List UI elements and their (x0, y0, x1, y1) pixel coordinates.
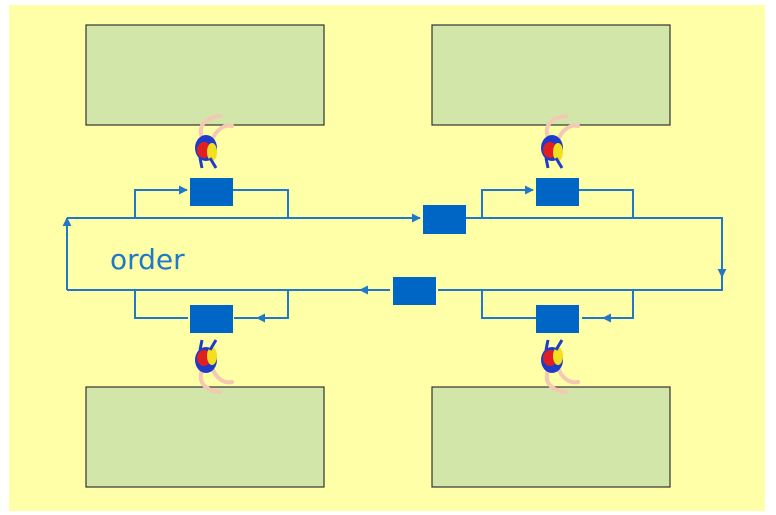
workstation-top-right (431, 24, 671, 126)
order-token-icon (190, 178, 233, 206)
order-token-icon (536, 305, 579, 333)
order-token-icon (190, 305, 233, 333)
workstation-bottom-left (85, 386, 325, 488)
sub-loop-bottom-right (481, 290, 634, 323)
order-token-icon (393, 277, 436, 305)
loop-label: order (110, 243, 185, 276)
sub-loop-top-right (481, 185, 634, 218)
sub-loop-bottom-left (134, 290, 289, 323)
workstation-bottom-right (431, 386, 671, 488)
order-token-icon (423, 205, 466, 234)
sub-loop-top-left (134, 185, 289, 218)
main-order-loop (62, 213, 727, 295)
workstation-top-left (85, 24, 325, 126)
order-token-icon (536, 178, 579, 206)
